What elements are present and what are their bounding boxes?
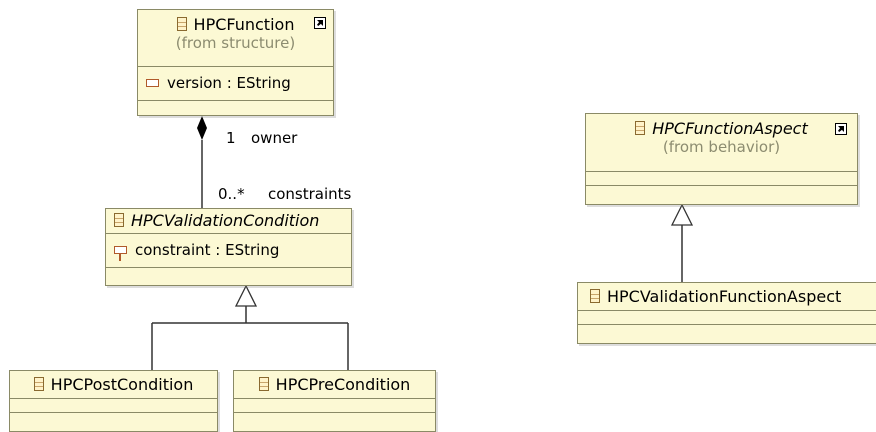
- class-header: HPCValidationFunctionAspect: [578, 283, 876, 311]
- operation-compartment: [586, 186, 857, 204]
- class-name: HPCFunctionAspect: [652, 119, 808, 138]
- class-hpcprecondition[interactable]: HPCPreCondition: [233, 370, 436, 432]
- attribute-label: constraint : EString: [135, 241, 280, 259]
- class-origin: (from structure): [175, 34, 296, 52]
- class-header: HPCFunction (from structure): [138, 10, 333, 67]
- class-hpcfunctionaspect[interactable]: HPCFunctionAspect (from behavior): [585, 113, 858, 205]
- shortcut-icon: [314, 17, 326, 29]
- key-attribute-icon: [114, 246, 127, 261]
- attribute-icon: [146, 79, 159, 87]
- composition-diamond: [197, 116, 207, 140]
- class-icon: [635, 121, 646, 135]
- owner-multiplicity: 1: [226, 129, 236, 147]
- attribute-row[interactable]: constraint : EString: [114, 238, 343, 263]
- class-icon: [114, 213, 124, 227]
- class-header: HPCPreCondition: [234, 371, 435, 399]
- class-name: HPCValidationFunctionAspect: [607, 287, 842, 306]
- operation-compartment: [234, 413, 435, 431]
- class-header: HPCValidationCondition: [106, 209, 351, 234]
- class-icon: [33, 377, 44, 391]
- class-name: HPCValidationCondition: [131, 211, 320, 230]
- constraints-multiplicity: 0..*: [218, 185, 245, 203]
- operation-compartment: [10, 413, 217, 431]
- shortcut-icon: [835, 123, 847, 135]
- generalization-arrow-aspect: [670, 203, 694, 226]
- class-icon: [590, 289, 600, 303]
- owner-role: owner: [251, 129, 298, 147]
- class-header: HPCPostCondition: [10, 371, 217, 399]
- attribute-compartment: version : EString: [138, 67, 333, 101]
- generalization-arrow-validation: [234, 284, 258, 307]
- class-name: HPCFunction: [193, 15, 295, 34]
- class-name: HPCPostCondition: [50, 375, 194, 394]
- constraints-role: constraints: [268, 185, 352, 203]
- class-hpcfunction[interactable]: HPCFunction (from structure) version : E…: [137, 9, 334, 116]
- attribute-compartment: [586, 172, 857, 186]
- operation-compartment: [578, 325, 876, 343]
- class-hpcvalidationcondition[interactable]: HPCValidationCondition constraint : EStr…: [105, 208, 352, 286]
- class-header: HPCFunctionAspect (from behavior): [586, 114, 857, 172]
- class-hpcpostcondition[interactable]: HPCPostCondition: [9, 370, 218, 432]
- attribute-compartment: [578, 311, 876, 325]
- class-origin: (from behavior): [662, 138, 781, 156]
- attribute-compartment: constraint : EString: [106, 234, 351, 268]
- attribute-row[interactable]: version : EString: [146, 71, 325, 96]
- class-icon: [176, 17, 187, 31]
- attribute-label: version : EString: [167, 74, 291, 92]
- attribute-compartment: [234, 399, 435, 413]
- class-hpcvalidationfunctionaspect[interactable]: HPCValidationFunctionAspect: [577, 282, 876, 344]
- class-name: HPCPreCondition: [275, 375, 411, 394]
- attribute-compartment: [10, 399, 217, 413]
- class-icon: [258, 377, 269, 391]
